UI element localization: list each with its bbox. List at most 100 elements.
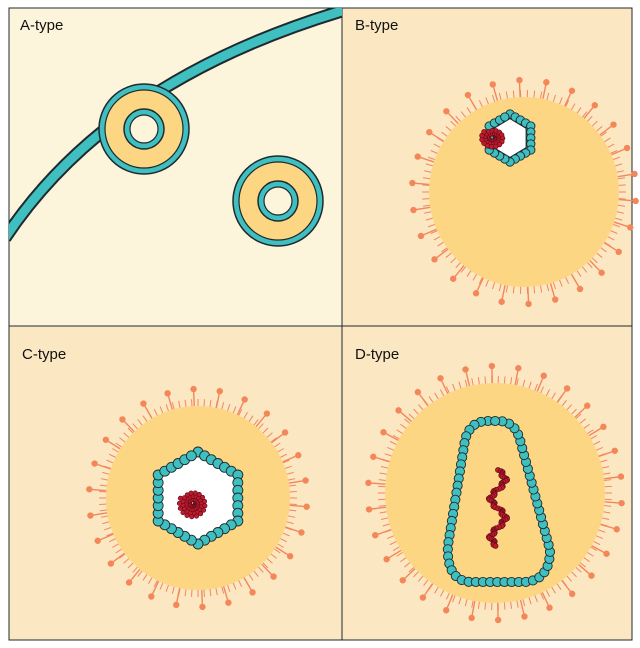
fine-spike — [485, 376, 486, 384]
knob-spike-head — [366, 506, 372, 512]
knob-spike-head — [450, 276, 456, 282]
knob-spike-head — [443, 607, 449, 613]
genome-bead — [493, 543, 498, 548]
knob-spike-head — [249, 589, 255, 595]
knob-spike-stalk — [194, 392, 195, 406]
knob-spike-head — [521, 613, 527, 619]
genome-bead — [203, 504, 207, 508]
knob-spike-head — [610, 121, 616, 127]
knob-spike-head — [443, 108, 449, 114]
panel-label-a: A-type — [20, 17, 63, 34]
knob-spike-head — [498, 299, 504, 305]
fine-spike — [504, 602, 505, 610]
knob-spike-head — [119, 416, 125, 422]
knob-spike-head — [415, 389, 421, 395]
fine-spike — [618, 185, 626, 186]
knob-spike-head — [495, 617, 501, 623]
genome-bead — [189, 491, 193, 495]
knob-spike-head — [173, 602, 179, 608]
knob-spike-head — [420, 594, 426, 600]
knob-spike-head — [241, 396, 247, 402]
knob-spike-stalk — [520, 83, 521, 97]
knob-spike-head — [541, 373, 547, 379]
knob-spike-head — [370, 454, 376, 460]
knob-spike-head — [303, 504, 309, 510]
knob-spike-head — [270, 573, 276, 579]
knob-spike-stalk — [202, 590, 203, 604]
fine-spike — [485, 602, 486, 610]
genome-bead — [178, 496, 182, 500]
knob-spike-head — [126, 579, 132, 585]
knob-spike-head — [462, 366, 468, 372]
knob-spike-head — [592, 102, 598, 108]
fine-spike — [192, 399, 193, 407]
genome-bead — [177, 501, 181, 505]
free-particle-2 — [233, 156, 323, 246]
knob-spike-head — [612, 448, 618, 454]
fine-spike — [204, 399, 205, 407]
knob-spike-head — [468, 615, 474, 621]
knob-spike-head — [148, 593, 154, 599]
genome-bead — [190, 515, 194, 519]
knob-spike-head — [525, 301, 531, 307]
knob-spike-head — [489, 363, 495, 369]
knob-spike-head — [164, 390, 170, 396]
fine-spike — [422, 199, 430, 200]
knob-spike-head — [225, 599, 231, 605]
knob-spike-head — [298, 529, 304, 535]
knob-spike-head — [365, 480, 371, 486]
fine-spike — [192, 589, 193, 597]
genome-bead — [202, 499, 206, 503]
knob-spike-head — [627, 224, 633, 230]
fine-spike — [504, 376, 505, 384]
knob-spike-stalk — [528, 287, 529, 301]
knob-spike-head — [86, 486, 92, 492]
fine-spike — [289, 504, 297, 505]
genome-bead — [185, 513, 189, 517]
genome-bead — [178, 506, 182, 510]
knob-spike-head — [577, 286, 583, 292]
panel-label-b: B-type — [355, 17, 398, 34]
capsid-bead — [186, 451, 196, 461]
knob-spike-head — [282, 429, 288, 435]
knob-spike-head — [552, 296, 558, 302]
knob-spike-head — [295, 452, 301, 458]
knob-spike-head — [383, 556, 389, 562]
knob-spike-head — [515, 365, 521, 371]
fine-spike — [204, 589, 205, 597]
genome-bead — [181, 510, 185, 514]
knob-spike-head — [415, 153, 421, 159]
knob-spike-head — [465, 92, 471, 98]
knob-spike-head — [618, 500, 624, 506]
knob-spike-head — [302, 477, 308, 483]
knob-spike-head — [632, 198, 638, 204]
knob-spike-head — [516, 77, 522, 83]
knob-spike-head — [95, 538, 101, 544]
panel-label-c: C-type — [22, 346, 66, 363]
knob-spike-head — [437, 375, 443, 381]
genome-bead — [198, 512, 202, 516]
knob-spike-head — [431, 256, 437, 262]
knob-spike-head — [618, 473, 624, 479]
knob-spike-head — [603, 551, 609, 557]
knob-spike-head — [91, 460, 97, 466]
knob-spike-head — [614, 526, 620, 532]
knob-spike-head — [190, 386, 196, 392]
knob-spike-head — [140, 400, 146, 406]
knob-spike-head — [400, 577, 406, 583]
knob-spike-head — [564, 385, 570, 391]
knob-spike-head — [372, 532, 378, 538]
genome-bead — [482, 129, 487, 134]
knob-spike-head — [108, 560, 114, 566]
fine-spike — [289, 492, 297, 493]
knob-spike-head — [615, 249, 621, 255]
knob-spike-head — [264, 410, 270, 416]
knob-spike-head — [409, 180, 415, 186]
knob-spike-head — [598, 270, 604, 276]
knob-spike-head — [473, 290, 479, 296]
knob-spike-head — [87, 512, 93, 518]
knob-spike-head — [490, 81, 496, 87]
knob-spike-head — [546, 605, 552, 611]
knob-spike-head — [287, 553, 293, 559]
